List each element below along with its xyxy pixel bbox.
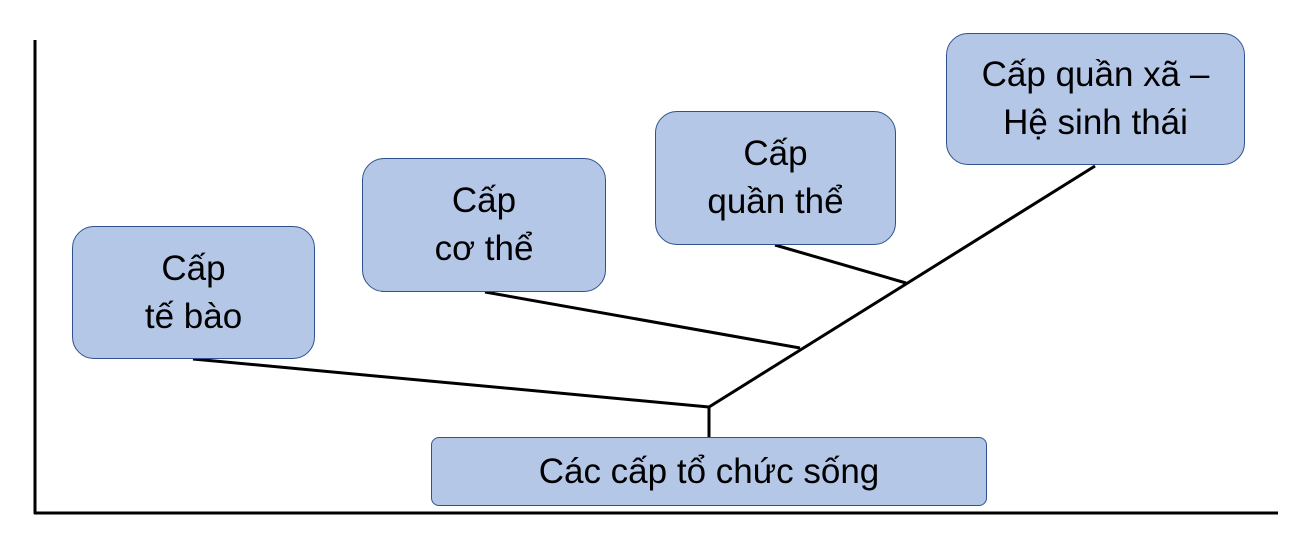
level-label-line1: Cấp — [161, 248, 226, 288]
connector-main-branch — [708, 164, 1096, 409]
level-cell-box: Cấp tế bào — [72, 226, 315, 359]
level-label-line1: Cấp — [451, 181, 517, 220]
level-label-line2: quần thể — [707, 182, 844, 221]
level-label-line2: Hệ sinh thái — [1003, 103, 1188, 142]
connector-cell — [192, 357, 710, 409]
level-ecosystem-box: Cấp quần xã – Hệ sinh thái — [946, 33, 1245, 165]
level-organism-box: Cấp cơ thể — [362, 158, 606, 292]
level-label-line2: tế bào — [144, 296, 243, 336]
connector-organism — [484, 290, 801, 350]
level-label-line1: Cấp — [743, 134, 808, 173]
level-population-box: Cấp quần thể — [655, 111, 896, 245]
connector-population — [774, 243, 907, 285]
root-box: Các cấp tổ chức sống — [431, 437, 987, 506]
level-label-line1: Cấp quần xã – — [981, 55, 1210, 94]
level-label-line2: cơ thể — [434, 229, 534, 268]
root-label: Các cấp tổ chức sống — [538, 451, 880, 491]
